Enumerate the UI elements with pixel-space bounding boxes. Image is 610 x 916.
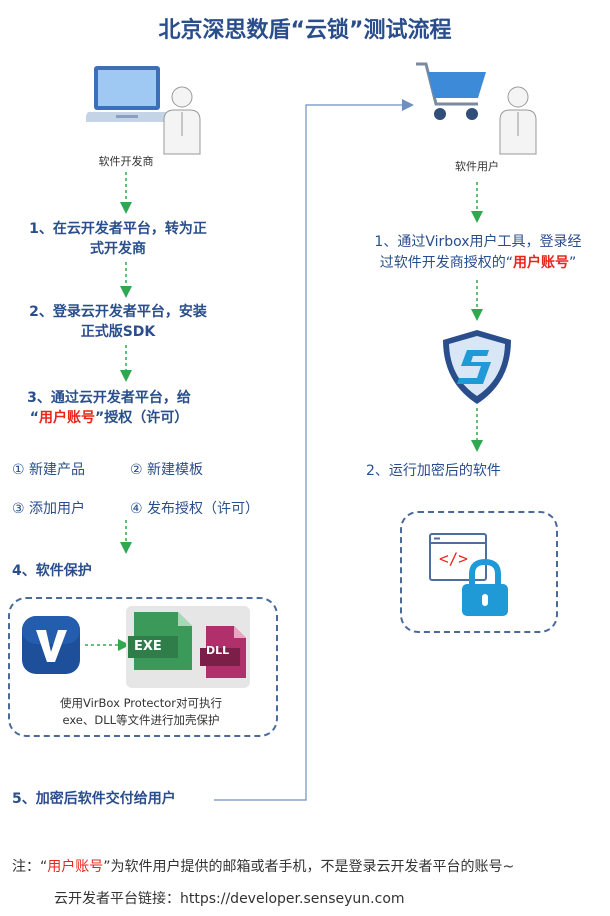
- right-step1-prefix: 过软件开发商授权的: [379, 255, 506, 271]
- virbox-icon: [22, 616, 80, 674]
- quote-open: “: [40, 859, 48, 875]
- left-step1: 1、在云开发者平台，转为正 式开发商: [0, 219, 236, 259]
- protector-caption: 使用VirBox Protector对可执行 exe、DLL等文件进行加壳保护: [8, 695, 274, 729]
- exe-file-icon: [128, 612, 192, 670]
- delivery-connector: [214, 99, 414, 801]
- left-step3-line1: 3、通过云开发者平台，给: [27, 390, 191, 406]
- right-step1-line2: 过软件开发商授权的“用户账号”: [350, 253, 606, 274]
- left-step3-rest: 授权（许可）: [104, 410, 189, 426]
- note-prefix: 注：: [12, 859, 40, 875]
- dll-label: DLL: [206, 644, 230, 657]
- quote-close: ”: [95, 410, 105, 426]
- note-user-account: 用户账号: [47, 859, 104, 875]
- left-step1-line1: 1、在云开发者平台，转为正: [29, 221, 207, 237]
- software-protection-box: [8, 597, 278, 737]
- developer-label: 软件开发商: [98, 155, 154, 168]
- substep-new-product: ① 新建产品: [12, 462, 86, 478]
- note-text: 为软件用户提供的邮箱或者手机，不是登录云开发者平台的账号~: [110, 859, 515, 875]
- quote-open: “: [29, 410, 39, 426]
- customer-label: 软件用户: [455, 160, 499, 173]
- exe-label: EXE: [134, 639, 162, 654]
- shield-logo-icon: [443, 330, 511, 404]
- left-step3-line2: “用户账号”授权（许可）: [0, 408, 218, 428]
- right-step1-line1: 1、通过Virbox用户工具，登录经: [374, 234, 582, 250]
- user-icon: [163, 86, 201, 155]
- substep-add-user: ③ 添加用户: [12, 501, 86, 517]
- left-step4: 4、软件保护: [12, 563, 92, 579]
- customer-user-icon: [499, 86, 537, 155]
- user-account-highlight: 用户账号: [39, 410, 95, 426]
- lock-icon: [462, 558, 508, 616]
- cart-icon: [416, 62, 486, 120]
- quote-close: ”: [569, 255, 577, 271]
- footnote: 注：“用户账号”为软件用户提供的邮箱或者手机，不是登录云开发者平台的账号~: [12, 856, 514, 876]
- quote-close: ”: [103, 859, 111, 875]
- dll-file-icon: [200, 626, 246, 678]
- substep-new-template: ② 新建模板: [130, 462, 204, 478]
- page-title: 北京深思数盾“云锁”测试流程: [158, 18, 452, 43]
- user-account-highlight: 用户账号: [513, 255, 569, 271]
- left-step5: 5、加密后软件交付给用户: [12, 791, 176, 807]
- right-step1: 1、通过Virbox用户工具，登录经 过软件开发商授权的“用户账号”: [350, 232, 606, 274]
- platform-link[interactable]: 云开发者平台链接：https://developer.senseyun.com: [54, 891, 405, 907]
- left-step3: 3、通过云开发者平台，给 “用户账号”授权（许可）: [0, 388, 218, 428]
- quote-open: “: [505, 255, 513, 271]
- right-step2: 2、运行加密后的软件: [366, 463, 501, 479]
- substep-publish-license: ④ 发布授权（许可）: [130, 501, 260, 517]
- left-step1-line2: 式开发商: [90, 241, 146, 257]
- code-glyph: </>: [439, 549, 468, 568]
- laptop-icon: [86, 66, 172, 122]
- secure-app-box: [400, 511, 558, 633]
- left-step2-line1: 2、登录云开发者平台，安装: [29, 304, 207, 320]
- left-step2: 2、登录云开发者平台，安装 正式版SDK: [0, 302, 236, 342]
- protector-caption-line2: exe、DLL等文件进行加壳保护: [62, 713, 220, 727]
- protector-caption-line1: 使用VirBox Protector对可执行: [60, 696, 222, 710]
- left-flow-arrows: [85, 172, 132, 651]
- left-step2-line2: 正式版SDK: [80, 324, 156, 340]
